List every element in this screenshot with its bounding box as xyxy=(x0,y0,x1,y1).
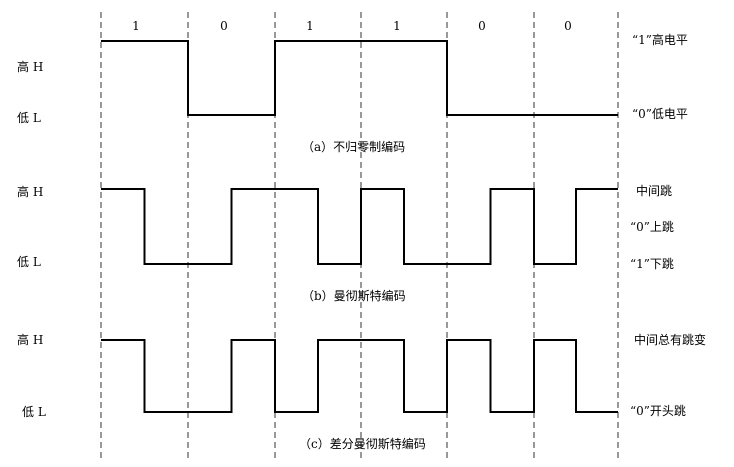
low-level-label: 低 L xyxy=(17,111,41,125)
manchester-waveform xyxy=(101,188,618,265)
panel-differential-manchester: 高 H 低 L 中间总有跳变 “0”开头跳 （c）差分曼彻斯特编码 xyxy=(17,332,706,451)
bit-label: 1 xyxy=(306,19,314,33)
bit-label: 1 xyxy=(132,19,140,33)
note-one-falling: “1”下跳 xyxy=(630,257,674,271)
high-level-label: 高 H xyxy=(17,59,43,74)
bit-labels: 1 0 1 1 0 0 xyxy=(132,19,572,33)
low-level-label: 低 L xyxy=(17,255,41,269)
note-zero-start-transition: “0”开头跳 xyxy=(630,404,686,418)
note-zero-rising: “0”上跳 xyxy=(630,220,674,234)
panel-nrz: 高 H 低 L “1”高电平 “0”低电平 （a）不归零制编码 xyxy=(17,32,688,154)
note-high-level: “1”高电平 xyxy=(632,32,688,47)
bit-boundary-guides xyxy=(100,12,619,458)
bit-label: 0 xyxy=(564,19,572,33)
bit-label: 1 xyxy=(393,19,401,33)
high-level-label: 高 H xyxy=(17,332,43,347)
note-low-level: “0”低电平 xyxy=(632,107,688,121)
nrz-waveform xyxy=(101,40,618,116)
bit-label: 0 xyxy=(478,19,486,33)
high-level-label: 高 H xyxy=(17,184,43,199)
bit-label: 0 xyxy=(220,19,228,33)
panel-caption: （b）曼彻斯特编码 xyxy=(302,288,406,303)
panel-manchester: 高 H 低 L 中间跳 “0”上跳 “1”下跳 （b）曼彻斯特编码 xyxy=(17,183,674,303)
low-level-label: 低 L xyxy=(22,405,46,419)
note-always-mid-transition: 中间总有跳变 xyxy=(634,332,706,347)
note-mid-transition: 中间跳 xyxy=(636,183,672,198)
panel-caption: （c）差分曼彻斯特编码 xyxy=(299,436,426,451)
differential-manchester-waveform xyxy=(101,339,618,413)
panel-caption: （a）不归零制编码 xyxy=(302,139,405,154)
